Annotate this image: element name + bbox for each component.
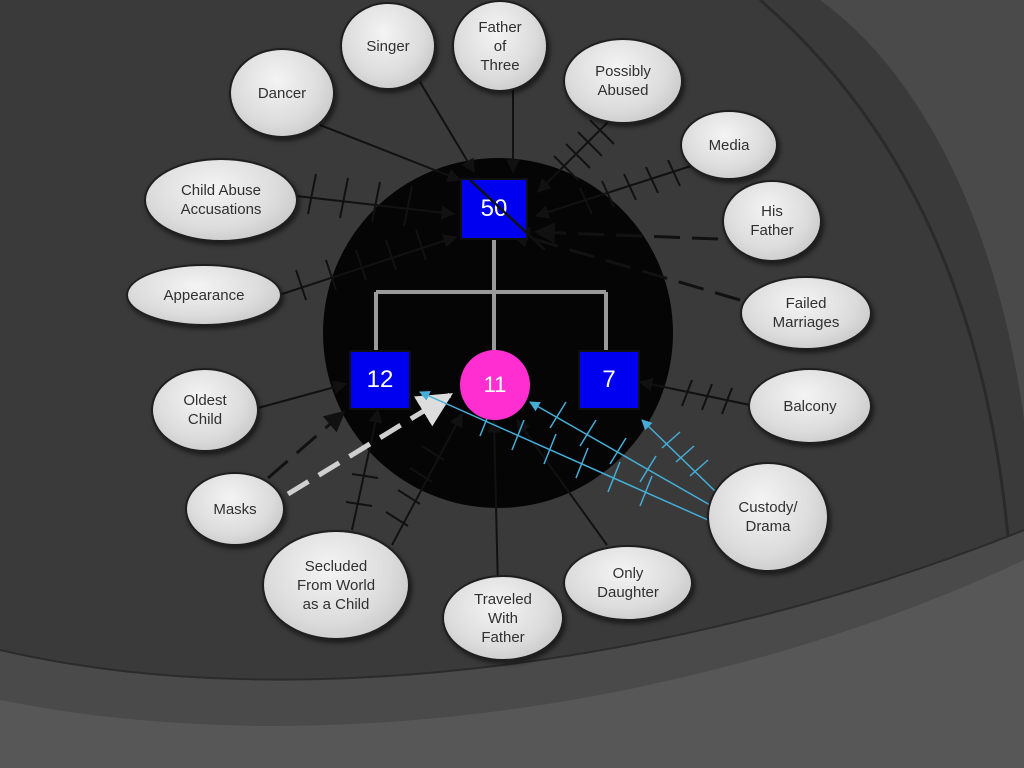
bubble-father-of-three[interactable]: Father of Three bbox=[452, 0, 548, 92]
bubble-singer[interactable]: Singer bbox=[340, 2, 436, 90]
son-12-node[interactable]: 12 bbox=[349, 350, 411, 410]
bubble-failed-marriages[interactable]: Failed Marriages bbox=[740, 276, 872, 350]
link-singer bbox=[419, 81, 475, 174]
link-media bbox=[534, 164, 695, 219]
daughter-11-node[interactable]: 11 bbox=[460, 350, 530, 420]
link-balcony bbox=[638, 377, 751, 406]
bubble-dancer[interactable]: Dancer bbox=[229, 48, 335, 138]
link-failed-marriages bbox=[507, 227, 741, 302]
father-node[interactable]: 50 bbox=[460, 178, 528, 240]
bubble-custody-drama[interactable]: Custody/ Drama bbox=[707, 462, 829, 572]
bubble-child-abuse-accusations[interactable]: Child Abuse Accusations bbox=[144, 158, 298, 242]
link-his-father bbox=[533, 222, 719, 244]
bubble-traveled-with-father[interactable]: Traveled With Father bbox=[442, 575, 564, 661]
bubble-appearance[interactable]: Appearance bbox=[126, 264, 282, 326]
link-custody-to-11 bbox=[529, 401, 711, 506]
link-dancer bbox=[319, 124, 462, 182]
link-masks-to-12 bbox=[267, 410, 346, 480]
link-only-daughter bbox=[516, 418, 608, 546]
link-traveled bbox=[487, 418, 502, 591]
link-secluded-to-12 bbox=[351, 408, 383, 531]
bubble-media[interactable]: Media bbox=[680, 110, 778, 180]
link-custody-to-12 bbox=[419, 391, 709, 521]
link-custody-to-7 bbox=[641, 419, 717, 493]
bubble-oldest-child[interactable]: Oldest Child bbox=[151, 368, 259, 452]
family-tree-connectors bbox=[374, 240, 608, 352]
bubble-only-daughter[interactable]: Only Daughter bbox=[563, 545, 693, 621]
son-7-node[interactable]: 7 bbox=[578, 350, 640, 410]
link-oldest-child bbox=[257, 380, 348, 409]
link-masks-to-11 bbox=[286, 392, 453, 497]
link-appearance bbox=[281, 234, 458, 295]
central-circle bbox=[323, 158, 673, 508]
bubble-his-father[interactable]: His Father bbox=[722, 180, 822, 262]
bubble-possibly-abused[interactable]: Possibly Abused bbox=[563, 38, 683, 124]
bubble-secluded-from-world[interactable]: Secluded From World as a Child bbox=[262, 530, 410, 640]
bubble-balcony[interactable]: Balcony bbox=[748, 368, 872, 444]
bubble-masks[interactable]: Masks bbox=[185, 472, 285, 546]
